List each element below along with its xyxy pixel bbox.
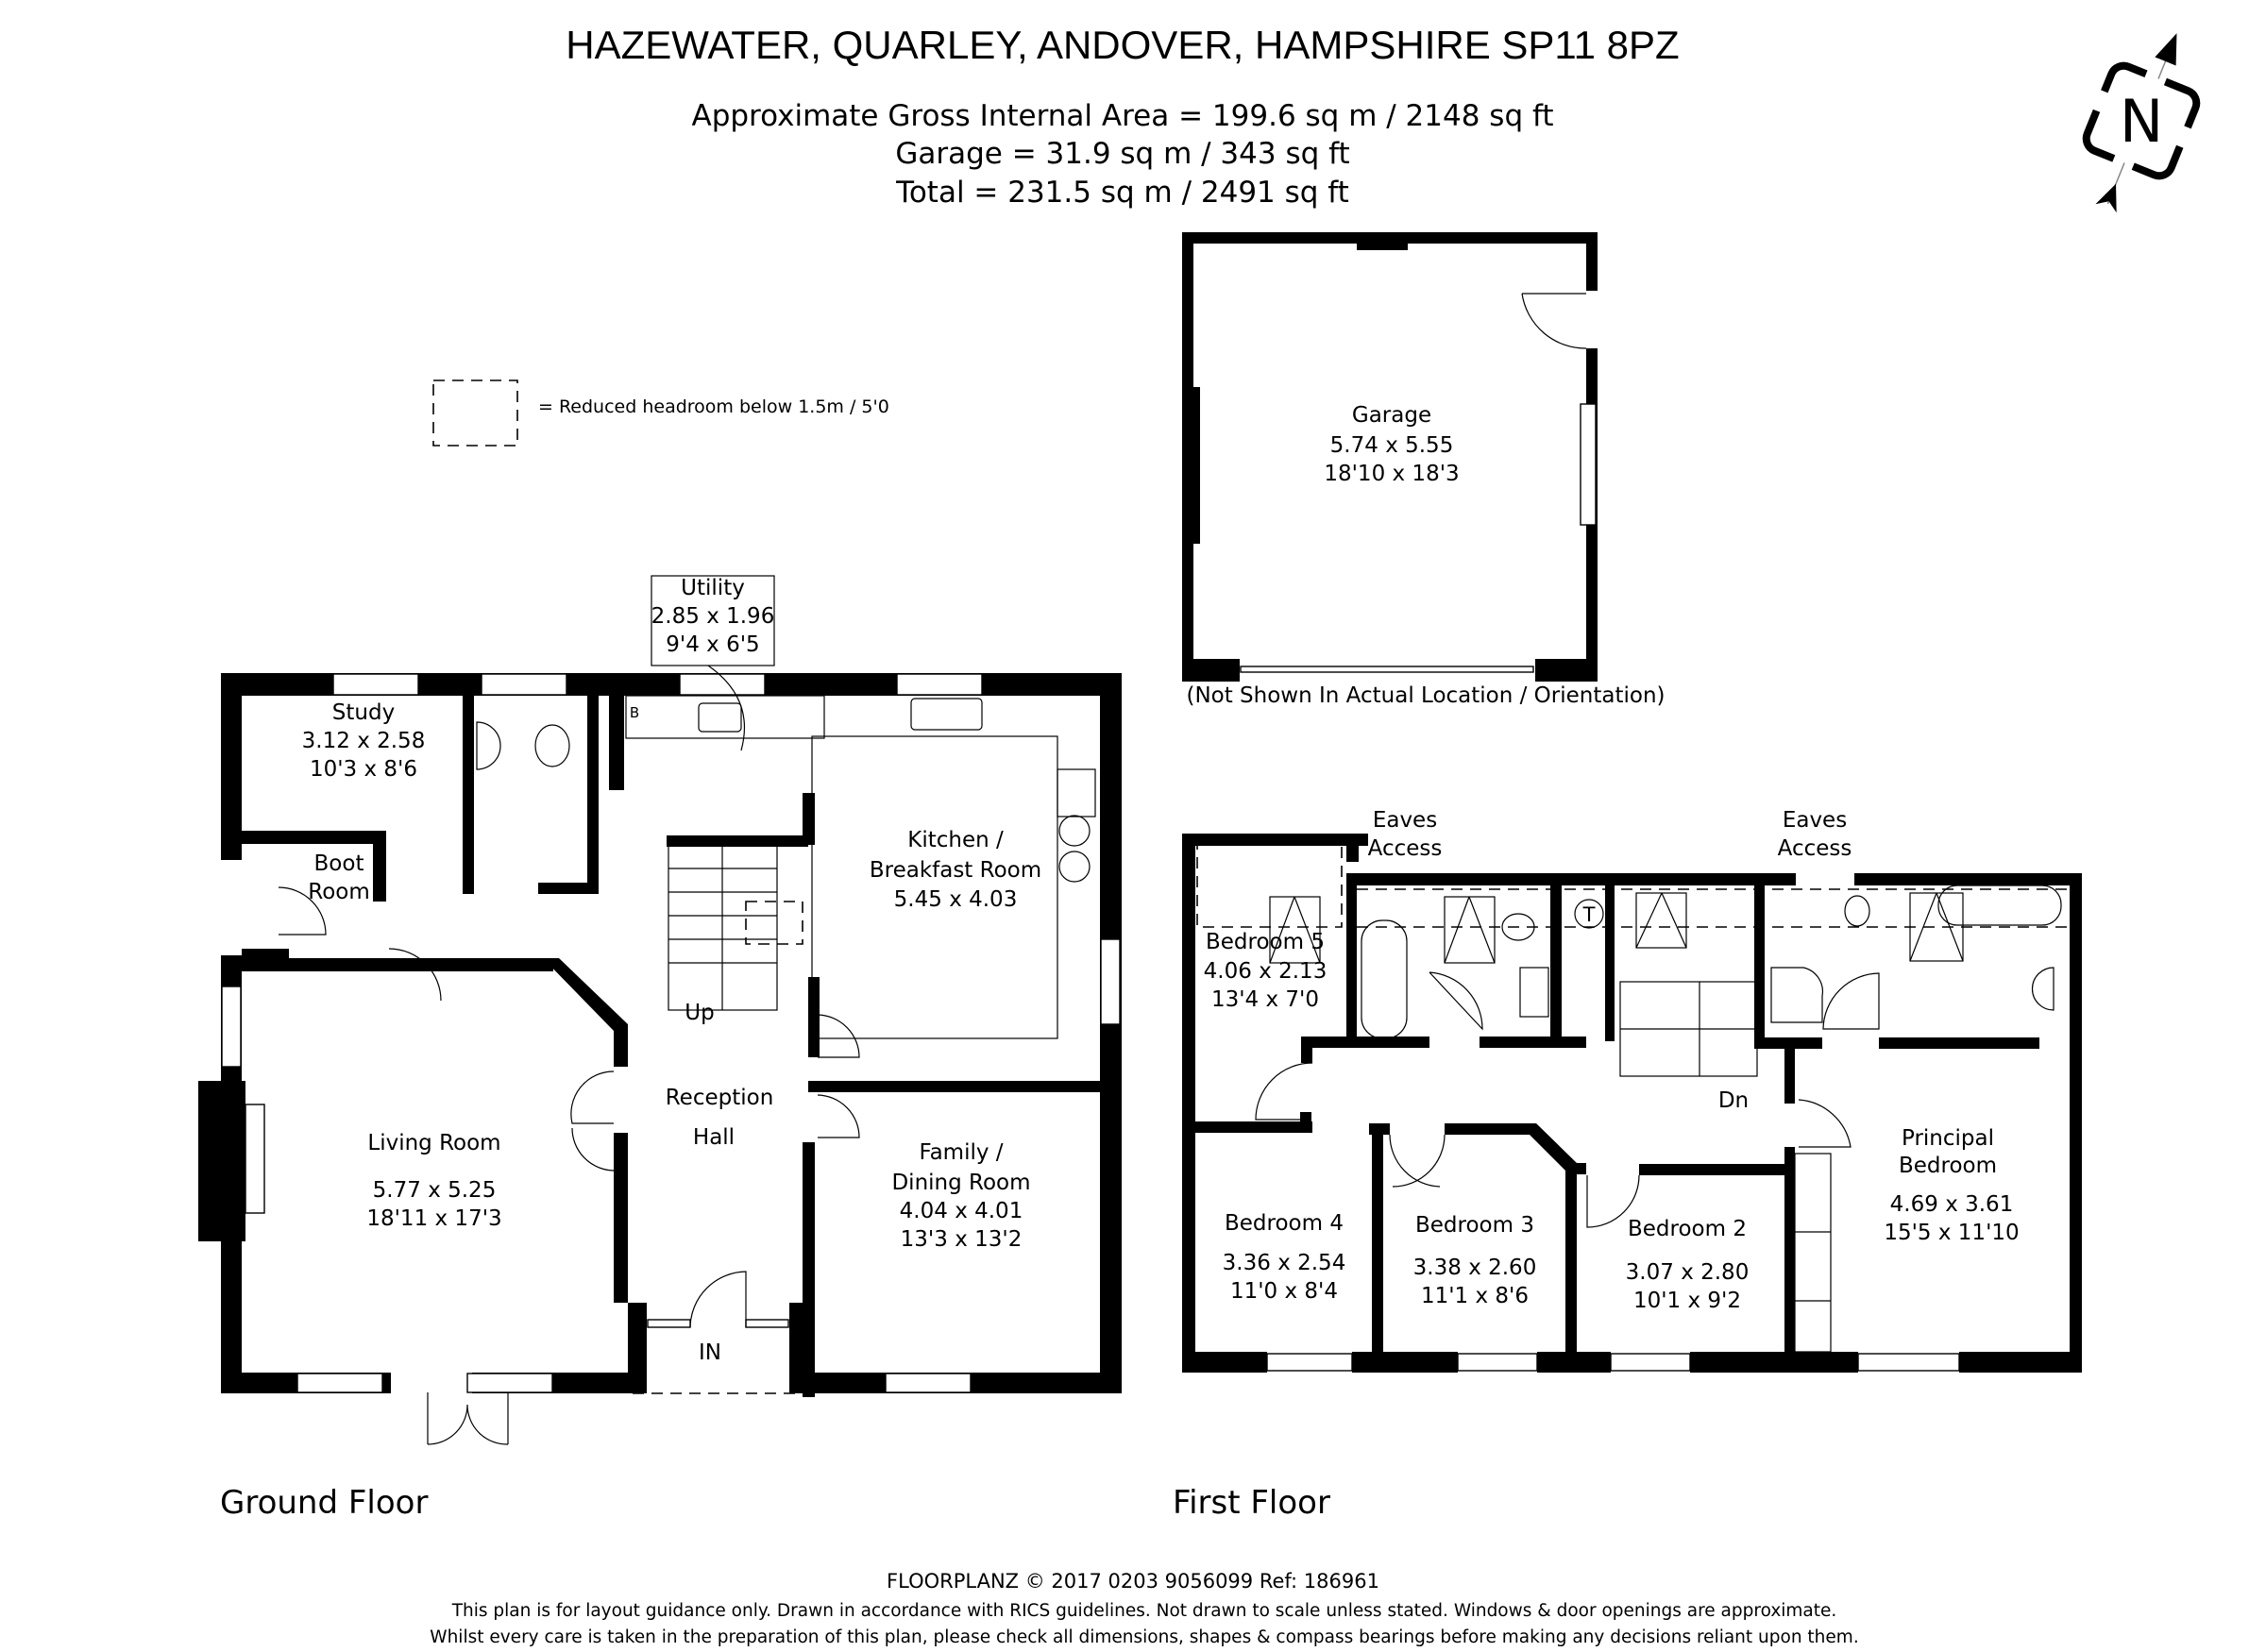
living-room-imperial: 18'11 x 17'3 <box>366 1206 501 1231</box>
first-floor-plan: T <box>1182 834 2082 1373</box>
bedroom2-metric: 3.07 x 2.80 <box>1626 1260 1750 1285</box>
garage-caption: (Not Shown In Actual Location / Orientat… <box>1186 683 1665 708</box>
reduced-headroom-swatch <box>432 379 518 447</box>
bedroom3-metric: 3.38 x 2.60 <box>1413 1256 1537 1280</box>
family-room-name-2: Dining Room <box>891 1171 1030 1195</box>
compass-n-label: N <box>2120 87 2163 156</box>
garage-imperial: 18'10 x 18'3 <box>1324 462 1459 486</box>
water-tank-label: T <box>1582 903 1596 926</box>
kitchen-name-2: Breakfast Room <box>870 858 1041 883</box>
first-floor-label: First Floor <box>1173 1484 1330 1522</box>
boot-room-name-2: Room <box>308 880 370 904</box>
eaves-access-left: Eaves <box>1373 808 1437 833</box>
bedroom4-metric: 3.36 x 2.54 <box>1223 1251 1346 1275</box>
garage-plan: Garage 5.74 x 5.55 18'10 x 18'3 <box>1182 232 1598 682</box>
study-name: Study <box>332 700 395 725</box>
footer-credit: FLOORPLANZ © 2017 0203 9056099 Ref: 1869… <box>887 1570 1379 1593</box>
property-title: HAZEWATER, QUARLEY, ANDOVER, HAMPSHIRE S… <box>566 23 1679 67</box>
stairs-down-label: Dn <box>1718 1088 1749 1113</box>
bedroom2-name: Bedroom 2 <box>1628 1217 1747 1241</box>
utility-name: Utility <box>681 576 745 600</box>
bedroom3-name: Bedroom 3 <box>1415 1213 1534 1238</box>
utility-imperial: 9'4 x 6'5 <box>666 632 759 657</box>
family-room-imperial: 13'3 x 13'2 <box>901 1227 1023 1252</box>
gross-internal-area: Approximate Gross Internal Area = 199.6 … <box>691 99 1553 133</box>
principal-bedroom-name: Principal <box>1902 1126 1994 1151</box>
bedroom5-name: Bedroom 5 <box>1206 930 1325 954</box>
bedroom5-metric: 4.06 x 2.13 <box>1204 959 1327 984</box>
family-room-metric: 4.04 x 4.01 <box>900 1199 1023 1223</box>
living-room-metric: 5.77 x 5.25 <box>373 1178 497 1203</box>
ground-floor-label: Ground Floor <box>220 1484 428 1522</box>
living-room-name: Living Room <box>367 1131 500 1155</box>
bedroom2-imperial: 10'1 x 9'2 <box>1633 1289 1741 1313</box>
eaves-access-right: Eaves <box>1783 808 1847 833</box>
bedroom5-imperial: 13'4 x 7'0 <box>1211 987 1319 1012</box>
utility-metric: 2.85 x 1.96 <box>651 604 775 629</box>
boiler-label: B <box>630 704 639 721</box>
legend-text: = Reduced headroom below 1.5m / 5'0 <box>538 396 889 417</box>
reception-name: Reception <box>666 1086 774 1110</box>
bedroom4-imperial: 11'0 x 8'4 <box>1230 1279 1338 1304</box>
eaves-access-left-2: Access <box>1368 836 1443 861</box>
entrance-label: IN <box>699 1340 721 1365</box>
stairs-up-label: Up <box>685 1001 714 1025</box>
kitchen-metric: 5.45 x 4.03 <box>894 887 1018 912</box>
principal-bedroom-metric: 4.69 x 3.61 <box>1890 1192 2014 1217</box>
footer-disclaimer-2: Whilst every care is taken in the prepar… <box>430 1627 1858 1647</box>
north-arrow-icon: N <box>2082 33 2201 213</box>
principal-bedroom-name-2: Bedroom <box>1899 1154 1997 1178</box>
family-room-name: Family / <box>919 1140 1003 1165</box>
garage-metric: 5.74 x 5.55 <box>1330 433 1454 458</box>
garage-name: Garage <box>1352 403 1431 428</box>
total-area: Total = 231.5 sq m / 2491 sq ft <box>895 176 1349 210</box>
eaves-access-right-2: Access <box>1778 836 1852 861</box>
bedroom4-name: Bedroom 4 <box>1225 1211 1344 1236</box>
kitchen-name: Kitchen / <box>907 828 1004 852</box>
boot-room-name: Boot <box>314 851 364 876</box>
garage-area: Garage = 31.9 sq m / 343 sq ft <box>895 137 1349 171</box>
study-imperial: 10'3 x 8'6 <box>310 757 417 782</box>
principal-bedroom-imperial: 15'5 x 11'10 <box>1884 1221 2019 1245</box>
bedroom3-imperial: 11'1 x 8'6 <box>1421 1284 1529 1308</box>
ground-floor-plan: B <box>198 575 1122 1445</box>
footer-disclaimer-1: This plan is for layout guidance only. D… <box>451 1601 1837 1621</box>
study-metric: 3.12 x 2.58 <box>302 729 426 753</box>
reception-name-2: Hall <box>693 1125 735 1150</box>
